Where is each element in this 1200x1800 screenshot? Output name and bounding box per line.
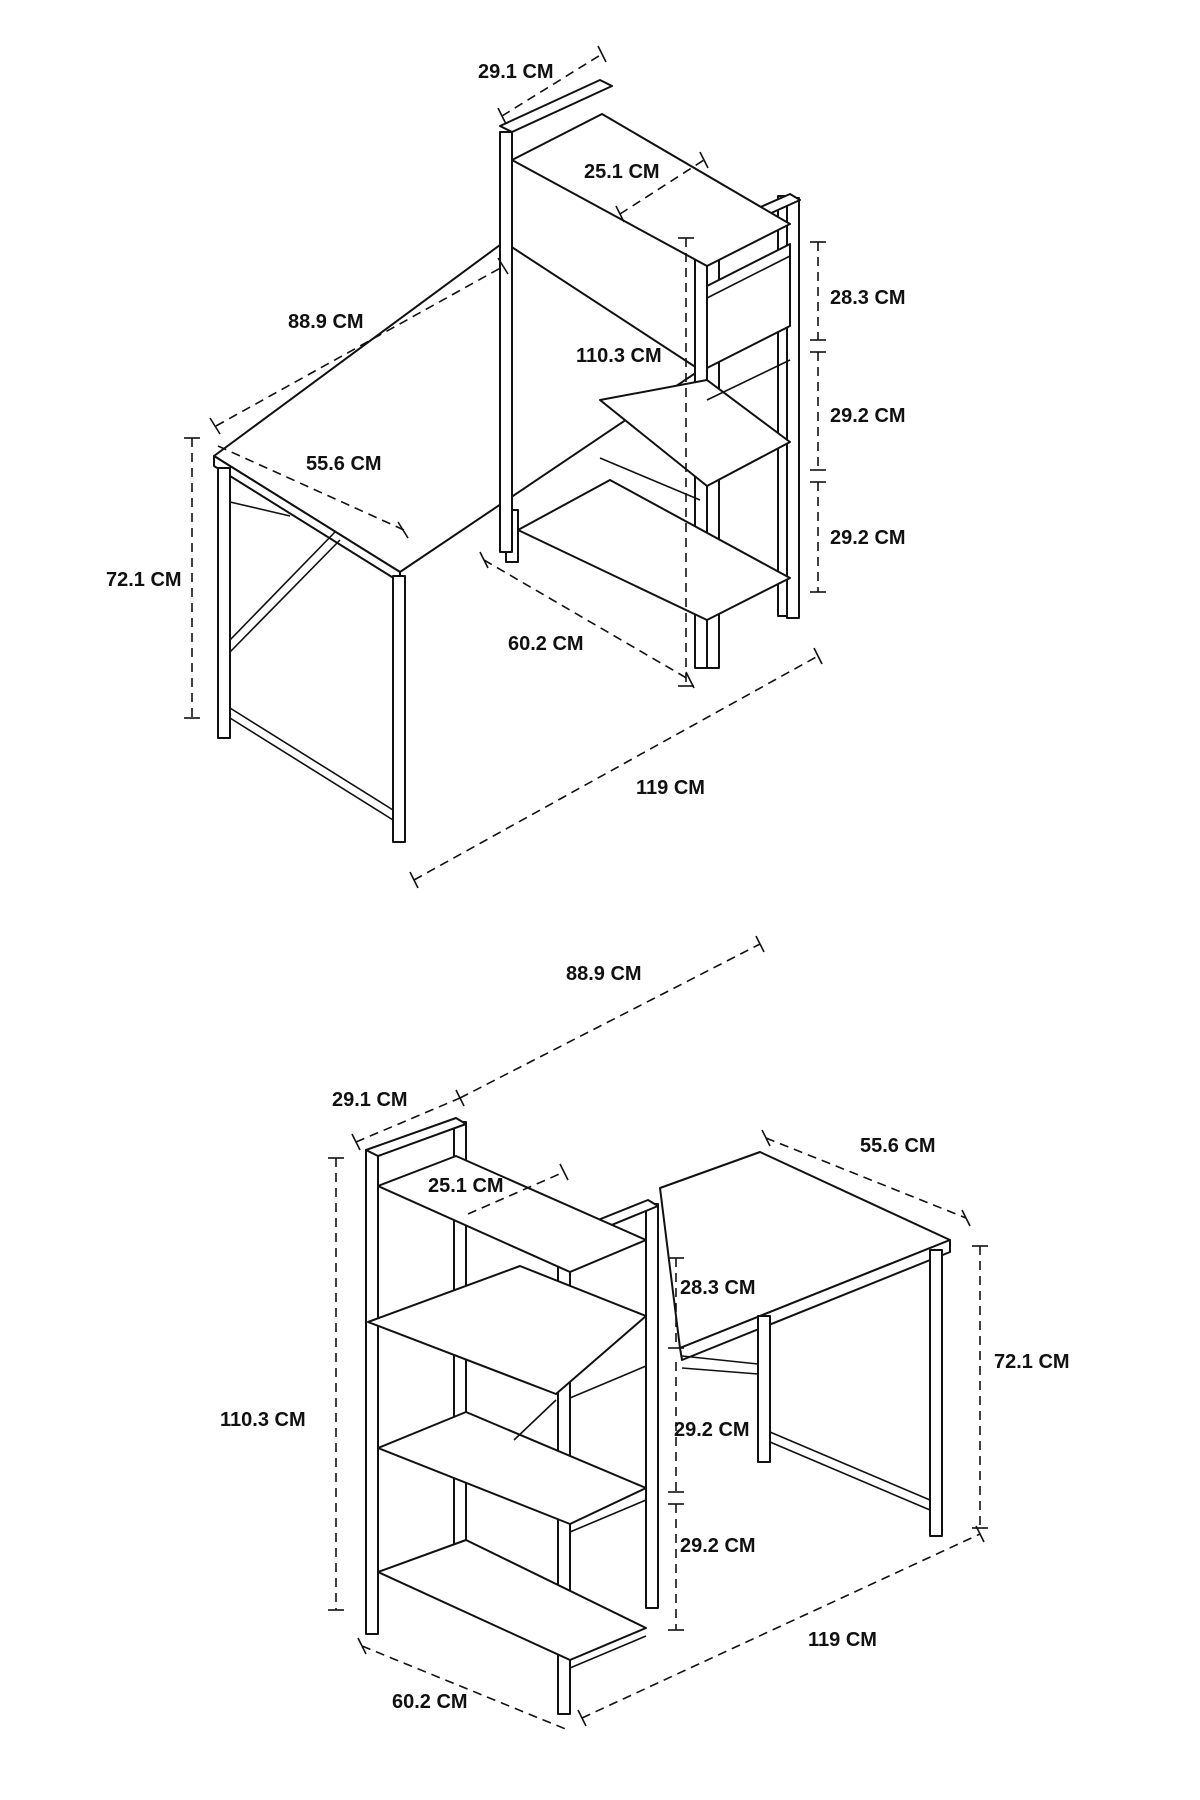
bottom-desk-leg-front-right <box>929 1249 943 1537</box>
top-shelf-3 <box>599 379 791 487</box>
top-desk-brace-diagonal <box>229 531 336 641</box>
bottom-desk-brace-side <box>681 1355 759 1365</box>
top-view: 29.1 CM 25.1 CM 88.9 CM 110.3 CM 55.6 CM… <box>106 45 906 889</box>
bottom-shelf-top <box>377 1155 647 1273</box>
bottom-shelf-brace <box>513 1399 557 1441</box>
bottom-shelf-2 <box>367 1265 647 1395</box>
bottom-dim-lines <box>328 935 988 1731</box>
bottom-shelf-top-rail-back <box>365 1117 467 1157</box>
bottom-label-overall-width: 119 CM <box>808 1629 877 1651</box>
top-desk-brace-diagonal-2 <box>229 539 341 653</box>
bottom-desk-surface <box>659 1151 951 1349</box>
bottom-desk-edge <box>679 1239 951 1361</box>
bottom-desk-brace-side-2 <box>681 1367 759 1375</box>
bottom-shelf-post-back-left <box>365 1149 379 1635</box>
top-label-desk-length: 88.9 CM <box>288 311 364 333</box>
top-shelf-4 <box>517 479 791 621</box>
bottom-label-total-height: 110.3 CM <box>220 1409 306 1431</box>
top-label-total-height: 110.3 CM <box>576 345 662 367</box>
top-shelf-2 <box>706 243 791 369</box>
top-label-overall-width: 119 CM <box>636 777 705 799</box>
top-label-depth-shelf: 25.1 CM <box>584 161 660 183</box>
top-desk-leg-front-left <box>217 467 231 739</box>
top-shelf-top-rail-back <box>499 79 613 133</box>
top-label-desk-height: 72.1 CM <box>106 569 182 591</box>
top-dim-lines <box>184 45 826 889</box>
bottom-shelf-3 <box>377 1411 647 1525</box>
bottom-label-desk-depth: 55.6 CM <box>860 1135 936 1157</box>
top-shelf-post-back-left <box>499 131 513 553</box>
top-label-shelf-unit-depth: 60.2 CM <box>508 633 584 655</box>
top-label-shelf-gap-top: 28.3 CM <box>830 287 906 309</box>
top-desk-brace-upper <box>229 501 291 517</box>
bottom-shelf-rail-3 <box>569 1635 647 1669</box>
bottom-shelf-rail-2 <box>569 1499 647 1533</box>
top-label-desk-depth: 55.6 CM <box>306 453 382 475</box>
top-label-shelf-gap-mid: 29.2 CM <box>830 405 906 427</box>
top-label-width-shelf: 29.1 CM <box>478 61 554 83</box>
top-shelf-rail-2 <box>706 359 791 401</box>
bottom-label-depth-shelf: 25.1 CM <box>428 1175 504 1197</box>
bottom-shelf-4 <box>377 1539 647 1661</box>
bottom-label-shelf-gap-mid: 29.2 CM <box>674 1419 750 1441</box>
bottom-label-shelf-gap-top: 28.3 CM <box>680 1277 756 1299</box>
bottom-shelf-post-front-right <box>645 1203 659 1609</box>
bottom-label-shelf-unit-depth: 60.2 CM <box>392 1691 468 1713</box>
bottom-label-shelf-gap-low: 29.2 CM <box>680 1535 756 1557</box>
top-desk-leg-front-right <box>392 575 406 843</box>
top-shelf-rail-3 <box>599 457 701 501</box>
top-desk-brace-bottom <box>229 707 394 811</box>
bottom-label-width-shelf: 29.1 CM <box>332 1089 408 1111</box>
bottom-desk-brace-bottom-2 <box>769 1441 931 1511</box>
top-shelf-top <box>511 113 791 267</box>
top-shelf-rail-1 <box>706 255 791 299</box>
top-label-shelf-gap-low: 29.2 CM <box>830 527 906 549</box>
top-desk-brace-bottom-2 <box>229 717 394 821</box>
bottom-desk-leg-back <box>757 1315 771 1463</box>
bottom-label-desk-height: 72.1 CM <box>994 1351 1070 1373</box>
bottom-desk-brace-bottom <box>769 1431 931 1501</box>
bottom-shelf-rail-1 <box>569 1365 647 1399</box>
bottom-label-desk-length: 88.9 CM <box>566 963 642 985</box>
bottom-view: 88.9 CM 29.1 CM 25.1 CM 55.6 CM 28.3 CM … <box>220 935 1070 1731</box>
